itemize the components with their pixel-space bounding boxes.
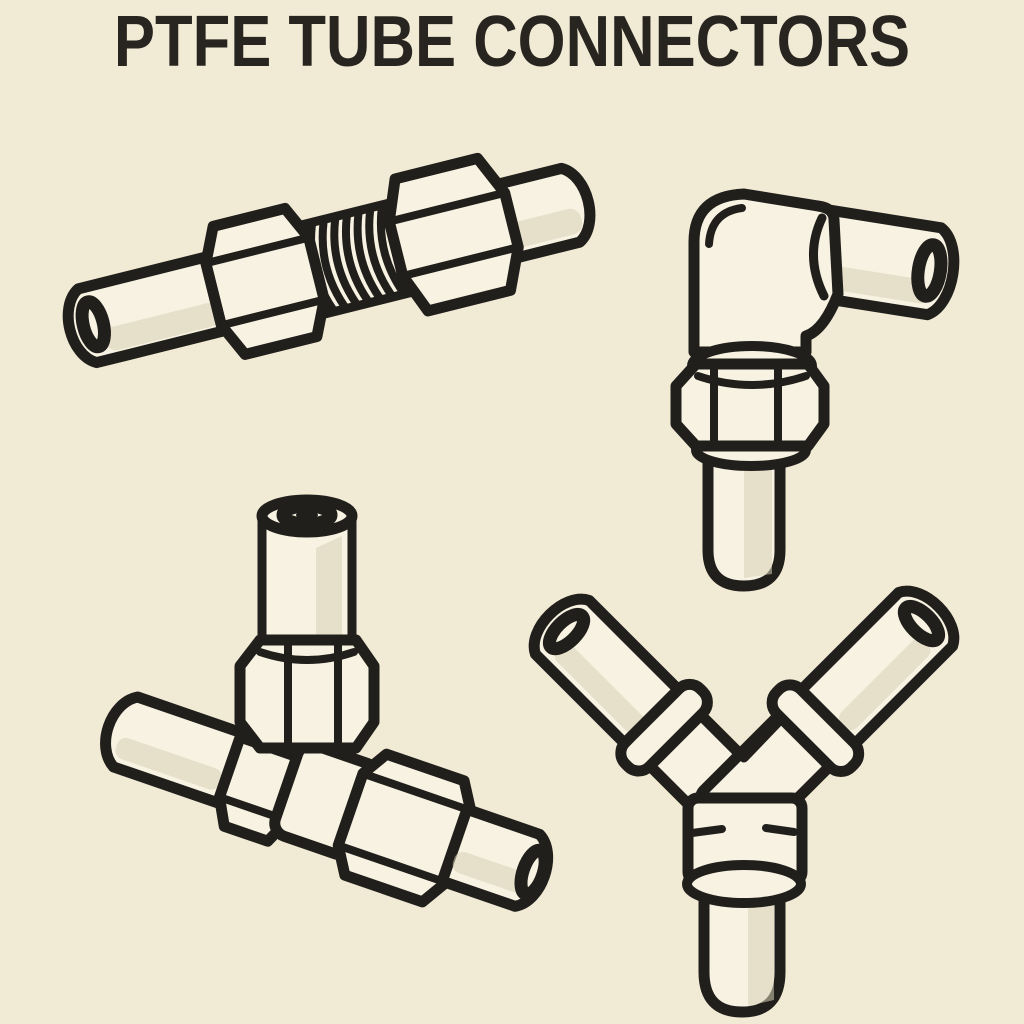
elbow-connector-icon [670, 188, 960, 592]
straight-union-connector-icon [62, 152, 596, 369]
y-connector-icon [528, 585, 960, 1018]
page-title: PTFE TUBE CONNECTORS [113, 0, 911, 82]
tee-connector-icon [100, 494, 554, 912]
